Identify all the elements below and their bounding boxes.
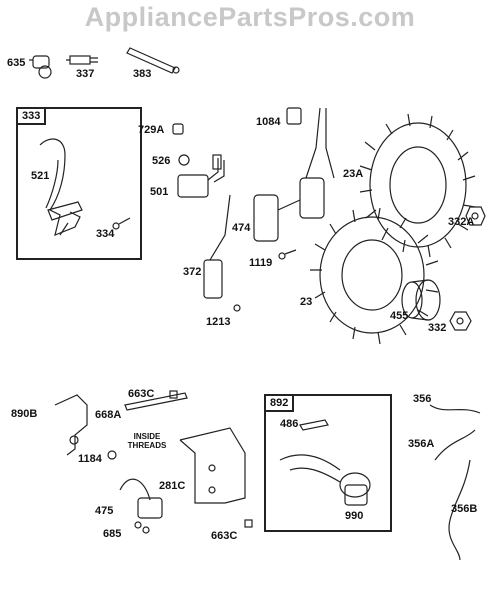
part-356A-wire [434,429,476,461]
label-501: 501 [150,186,169,198]
part-729A-clip [172,123,184,135]
label-990: 990 [345,510,364,522]
part-1119-screw [278,249,297,260]
label-23: 23 [300,296,313,308]
part-372-lead [203,194,231,299]
label-486: 486 [280,418,299,430]
box-333: 333 [16,107,142,260]
label-334: 334 [96,228,115,240]
part-635-fitting [29,55,52,79]
part-501-rectifier [177,154,225,198]
part-332-nut [449,311,472,331]
label-474: 474 [232,222,251,234]
part-1184-nut [107,450,117,460]
part-685-screws [134,521,150,534]
label-23A: 23A [343,168,364,180]
part-990-switch [279,454,371,506]
box-333-tag: 333 [18,109,47,125]
label-475: 475 [95,505,114,517]
part-356-wire [429,404,481,414]
label-356A: 356A [408,438,435,450]
part-474-alternator [253,107,335,242]
note-inside-threads: INSIDE THREADS [127,432,167,450]
label-1184: 1184 [78,453,102,465]
part-332A-nut [465,206,486,226]
label-1119: 1119 [249,257,273,269]
part-663C-bottom-bolt [244,519,253,528]
box-892: 892 [264,394,392,532]
part-356B-wire [448,459,471,561]
part-23A-flywheel [359,113,476,258]
part-668A-tube [124,392,188,411]
label-332A: 332A [448,216,475,228]
part-1084-connector [286,107,302,125]
label-521: 521 [31,170,50,182]
part-890B-bracket [54,394,88,456]
label-281C: 281C [159,480,186,492]
label-663C-top: 663C [128,388,155,400]
part-486-key [299,419,329,431]
label-372: 372 [183,266,202,278]
part-1213-screw [233,304,241,312]
label-332: 332 [428,322,447,334]
label-685: 685 [103,528,122,540]
label-356B: 356B [451,503,478,515]
part-334-screw [112,217,131,230]
label-663C-bottom: 663C [211,530,238,542]
part-23-flywheel [310,207,439,345]
part-455-cup [401,279,441,321]
label-526: 526 [152,155,171,167]
label-668A: 668A [95,409,122,421]
label-890B: 890B [11,408,38,420]
part-663C-top-bolt [169,390,178,399]
watermark: AppliancePartsPros.com [84,2,416,32]
label-635: 635 [7,57,26,69]
part-337-spark-plug [66,55,98,65]
part-281C-bracket [179,427,246,504]
part-475-wire [119,478,163,519]
part-526-nut [178,154,190,166]
label-729A: 729A [138,124,165,136]
label-1084: 1084 [256,116,281,128]
label-356: 356 [413,393,432,405]
part-521-armature [39,138,83,236]
part-383-wrench [126,47,180,74]
label-1213: 1213 [206,316,231,328]
label-383: 383 [133,68,152,80]
label-455: 455 [390,310,409,322]
label-337: 337 [76,68,95,80]
box-892-tag: 892 [266,396,295,412]
